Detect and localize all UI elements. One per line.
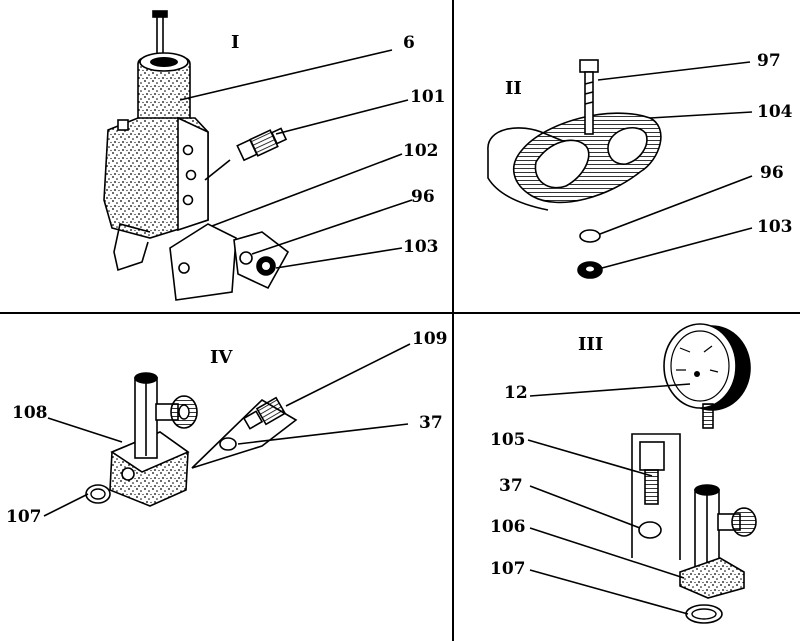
leader-108 [47, 417, 123, 443]
callout-109: 109 [412, 329, 448, 349]
callout-103-II: 103 [757, 217, 793, 237]
callout-101: 101 [410, 87, 446, 107]
panel-I: I [103, 10, 446, 301]
callout-96-II: 96 [760, 163, 784, 183]
leader-96-I [251, 199, 413, 255]
panel-I-title: I [231, 32, 239, 53]
leader-105 [527, 439, 653, 477]
callout-108: 108 [12, 403, 48, 423]
leader-97 [597, 61, 751, 81]
callout-105: 105 [490, 430, 526, 450]
leader-37-IV [237, 423, 409, 445]
bracket-102-drawing [169, 223, 290, 301]
panel-II: II 97 104 96 103 [487, 51, 793, 279]
callout-37-IV: 37 [419, 413, 443, 433]
leader-107-III [529, 569, 689, 615]
panel-IV-title: IV [210, 347, 233, 368]
callout-103-I: 103 [403, 237, 439, 257]
tee-fitting-III-drawing [679, 484, 757, 624]
leader-96-II [599, 175, 753, 235]
callout-107-III: 107 [490, 559, 526, 579]
leader-106 [529, 527, 685, 579]
leader-103-I [275, 247, 403, 269]
leader-101 [275, 99, 409, 135]
bolt-105-frame-drawing [631, 433, 681, 560]
panel-III-title: III [578, 334, 603, 355]
pressure-valve-drawing [103, 10, 231, 272]
pressure-gauge-drawing [663, 323, 751, 429]
callout-96-I: 96 [411, 187, 435, 207]
leader-104 [649, 111, 753, 119]
callout-107-IV: 107 [6, 507, 42, 527]
callout-106: 106 [490, 517, 526, 537]
callout-12: 12 [504, 383, 528, 403]
fitting-109-drawing [191, 396, 298, 469]
clamp-drawing [487, 59, 662, 279]
callout-97: 97 [757, 51, 781, 71]
callout-104: 104 [757, 102, 793, 122]
leader-37-III [529, 485, 641, 529]
panel-IV: IV 109 108 37 107 [6, 329, 448, 527]
leader-12 [529, 383, 691, 397]
leader-109 [285, 343, 411, 407]
callout-37-III: 37 [499, 476, 523, 496]
callout-102: 102 [403, 141, 439, 161]
leader-107-IV [43, 493, 89, 517]
leader-102 [211, 153, 403, 227]
leader-103-II [601, 227, 753, 269]
panel-II-title: II [505, 78, 522, 99]
callout-6: 6 [403, 33, 415, 53]
tee-fitting-drawing [85, 372, 198, 507]
leader-6 [179, 49, 393, 101]
panel-III: III 12 [490, 323, 757, 624]
